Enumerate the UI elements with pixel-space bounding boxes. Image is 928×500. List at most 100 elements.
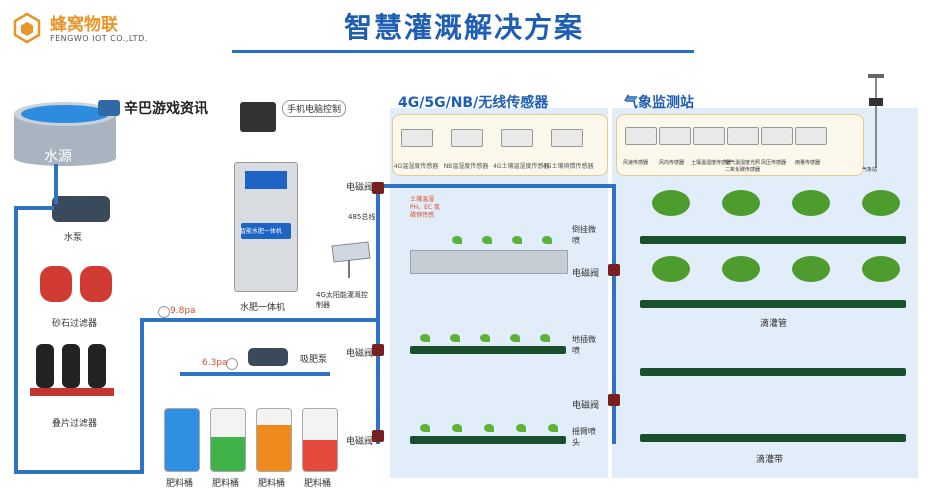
phone-control-label: 手机电脑控制 <box>282 100 347 117</box>
watermark-text: 辛巴游戏资讯 <box>124 101 208 117</box>
logo-english-name: FENGWO IOT CO.,LTD. <box>50 34 148 43</box>
solar-controller-icon <box>328 240 374 280</box>
pipe <box>14 470 144 474</box>
valve-label: 电磁阀 <box>572 269 600 279</box>
wind-speed-sensor-icon <box>625 127 657 145</box>
sensor-device-label: 4G土壤墒情传感器 <box>543 163 594 170</box>
bus-485-label: 485总线 <box>348 213 376 221</box>
orchard-row <box>640 300 906 308</box>
tank-fill <box>165 409 199 471</box>
suction-pump-icon <box>248 348 288 366</box>
pipe <box>140 318 144 474</box>
fruit-tree-icon <box>722 190 760 216</box>
watermark-icon <box>98 100 120 116</box>
pipe <box>180 372 330 376</box>
branch-pressure-label: 6.3pa <box>202 358 228 368</box>
main-pressure-label: 9.8pa <box>170 306 196 316</box>
zone-label: 倒挂微喷 <box>572 225 596 245</box>
pressure-gauge-icon <box>226 358 238 370</box>
seedling-icon <box>542 236 552 244</box>
fruit-tree-icon <box>652 190 690 216</box>
crop-row <box>640 368 906 376</box>
solar-controller-label: 4G太阳能灌溉控制器 <box>316 291 368 309</box>
sensor-device-label: 4G土壤温湿度传感器 <box>493 163 550 170</box>
rain-gauge-icon <box>795 127 827 145</box>
zone-label: 地插微喷 <box>572 335 596 355</box>
tank-label: 肥料桶 <box>212 479 240 489</box>
fertilizer-tank <box>210 408 246 472</box>
fertigation-machine <box>234 162 298 292</box>
sensor-device-icon <box>401 129 433 147</box>
sensor-devices-panel: 4G温湿度传感器 NB温湿度传感器 4G土壤温湿度传感器 4G土壤墒情传感器 <box>392 114 608 176</box>
sensor-device-icon <box>551 129 583 147</box>
pressure-gauge-icon <box>158 306 170 318</box>
pipe <box>54 164 58 204</box>
weather-station-icon <box>866 70 886 170</box>
solenoid-valve-icon <box>608 394 620 406</box>
solenoid-valve-icon <box>372 344 384 356</box>
weather-device-label: 风向传感器 <box>659 160 685 166</box>
pipe <box>376 184 380 444</box>
seedling-icon <box>452 424 462 432</box>
pressure-sensor-icon <box>761 127 793 145</box>
seedling-icon <box>452 236 462 244</box>
solenoid-valve-icon <box>608 264 620 276</box>
sensor-section-title: 4G/5G/NB/无线传感器 <box>398 95 549 111</box>
seedling-icon <box>482 236 492 244</box>
crop-row <box>640 434 906 442</box>
pipe <box>376 184 616 188</box>
weather-device-label: 风压传感器 <box>761 160 787 166</box>
weather-station-label: 气象站 <box>862 167 878 173</box>
logo-chinese-name: 蜂窝物联 <box>50 15 118 35</box>
seedling-icon <box>484 424 494 432</box>
machine-panel-label: 智能水肥一体机 <box>240 228 283 235</box>
weather-section-title: 气象监测站 <box>624 95 694 111</box>
tank-label: 肥料桶 <box>258 479 286 489</box>
seedling-icon <box>540 334 550 342</box>
pump-label: 水泵 <box>64 233 83 243</box>
seedling-icon <box>548 424 558 432</box>
weather-device-label: 雨量传感器 <box>795 160 821 166</box>
tank-fill <box>257 424 291 471</box>
seedling-icon <box>480 334 490 342</box>
weather-devices-panel: 风速传感器 风向传感器 土壤温湿度传感器 空气温湿度光照二氧化碳传感器 风压传感… <box>616 114 864 176</box>
soil-sensor-icon <box>693 127 725 145</box>
company-logo <box>10 12 44 46</box>
water-pump-icon <box>52 196 110 222</box>
pipe <box>612 184 616 444</box>
fruit-tree-icon <box>652 256 690 282</box>
soil-monitor-label: 土壤温湿 PH、EC 氮磷钾传感 <box>410 196 441 219</box>
valve-label: 电磁阀 <box>346 349 374 359</box>
fruit-tree-icon <box>862 190 900 216</box>
air-sensor-icon <box>727 127 759 145</box>
solenoid-valve-icon <box>372 182 384 194</box>
seedling-icon <box>510 334 520 342</box>
sensor-device-icon <box>501 129 533 147</box>
disc-filter-icon <box>30 344 114 402</box>
tank-label: 肥料桶 <box>166 479 194 489</box>
valve-label: 电磁阀 <box>572 401 600 411</box>
water-source-tank <box>10 100 120 166</box>
valve-label: 电磁阀 <box>346 437 374 447</box>
plant-bed <box>410 346 566 354</box>
zone-label: 摇臂喷头 <box>572 427 596 447</box>
water-source-label: 水源 <box>44 149 72 165</box>
fruit-tree-icon <box>792 190 830 216</box>
solenoid-valve-icon <box>372 430 384 442</box>
greenhouse-shelf <box>410 250 568 274</box>
valve-label: 电磁阀 <box>346 183 374 193</box>
seedling-icon <box>516 424 526 432</box>
tank-label: 肥料桶 <box>304 479 332 489</box>
sand-filter-icon <box>38 262 118 306</box>
sensor-device-label: NB温湿度传感器 <box>443 163 489 170</box>
pipe <box>140 318 376 322</box>
seedling-icon <box>420 424 430 432</box>
weather-device-label: 土壤温湿度传感器 <box>691 160 732 166</box>
seedling-icon <box>450 334 460 342</box>
fertilizer-tank <box>302 408 338 472</box>
hexagon-logo-icon <box>13 12 41 44</box>
disc-filter-label: 叠片过滤器 <box>52 419 98 429</box>
fruit-tree-icon <box>862 256 900 282</box>
weather-device-label: 空气温湿度光照二氧化碳传感器 <box>725 160 761 173</box>
plant-bed <box>410 436 566 444</box>
